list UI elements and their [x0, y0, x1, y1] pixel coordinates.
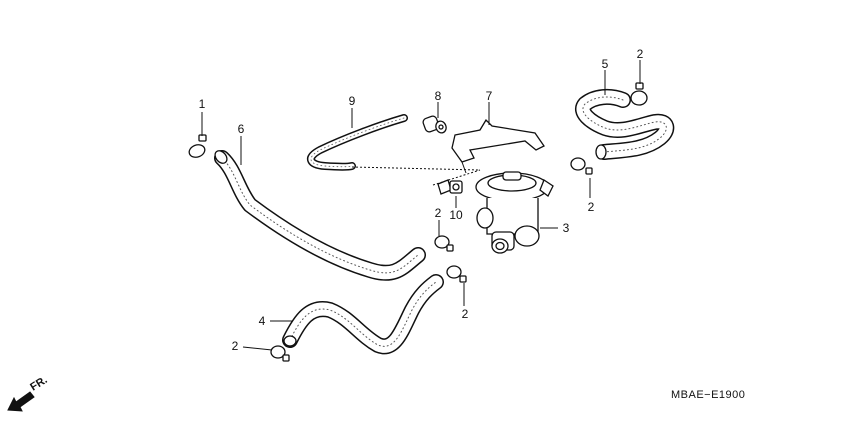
callout-6: 6	[238, 122, 245, 136]
callout-2-top: 2	[637, 47, 644, 61]
clamp-part-2-top[interactable]	[630, 82, 648, 106]
hose-part-4[interactable]	[282, 274, 444, 355]
air-valve-part-3[interactable]	[475, 171, 558, 254]
bolt-part-10[interactable]	[432, 169, 481, 195]
callout-labels: 1 2 2 2 2 2 3 4 5 6 7 8 9 10	[199, 47, 644, 353]
diagram-code: MBAE−E1900	[671, 389, 745, 401]
front-direction-label: FR.	[28, 374, 49, 394]
callout-2-valve: 2	[588, 200, 595, 214]
callout-10: 10	[449, 208, 463, 222]
tube-part-9[interactable]	[307, 114, 481, 171]
front-direction-indicator: FR.	[7, 374, 50, 412]
clamp-part-2-low[interactable]	[446, 265, 467, 283]
callout-4: 4	[259, 314, 266, 328]
callout-7: 7	[486, 89, 493, 103]
callout-2-bottom: 2	[232, 339, 239, 353]
clamp-part-2-mid[interactable]	[434, 235, 454, 252]
callout-2-mid: 2	[435, 206, 442, 220]
bracket-part-7[interactable]	[451, 118, 545, 174]
leader-lines	[201, 60, 641, 351]
hose-part-5[interactable]	[575, 88, 675, 160]
clamp-part-1[interactable]	[187, 134, 207, 159]
callout-2-low: 2	[462, 307, 469, 321]
callout-9: 9	[349, 94, 356, 108]
callout-1: 1	[199, 97, 206, 111]
grommet-part-8[interactable]	[422, 115, 448, 134]
clamp-part-2-bottom[interactable]	[270, 345, 290, 362]
callout-8: 8	[435, 89, 442, 103]
callout-3: 3	[563, 221, 570, 235]
hose-part-6[interactable]	[213, 148, 426, 281]
clamp-part-2-valve[interactable]	[570, 157, 593, 175]
front-arrow-icon	[7, 391, 35, 412]
callout-5: 5	[602, 57, 609, 71]
